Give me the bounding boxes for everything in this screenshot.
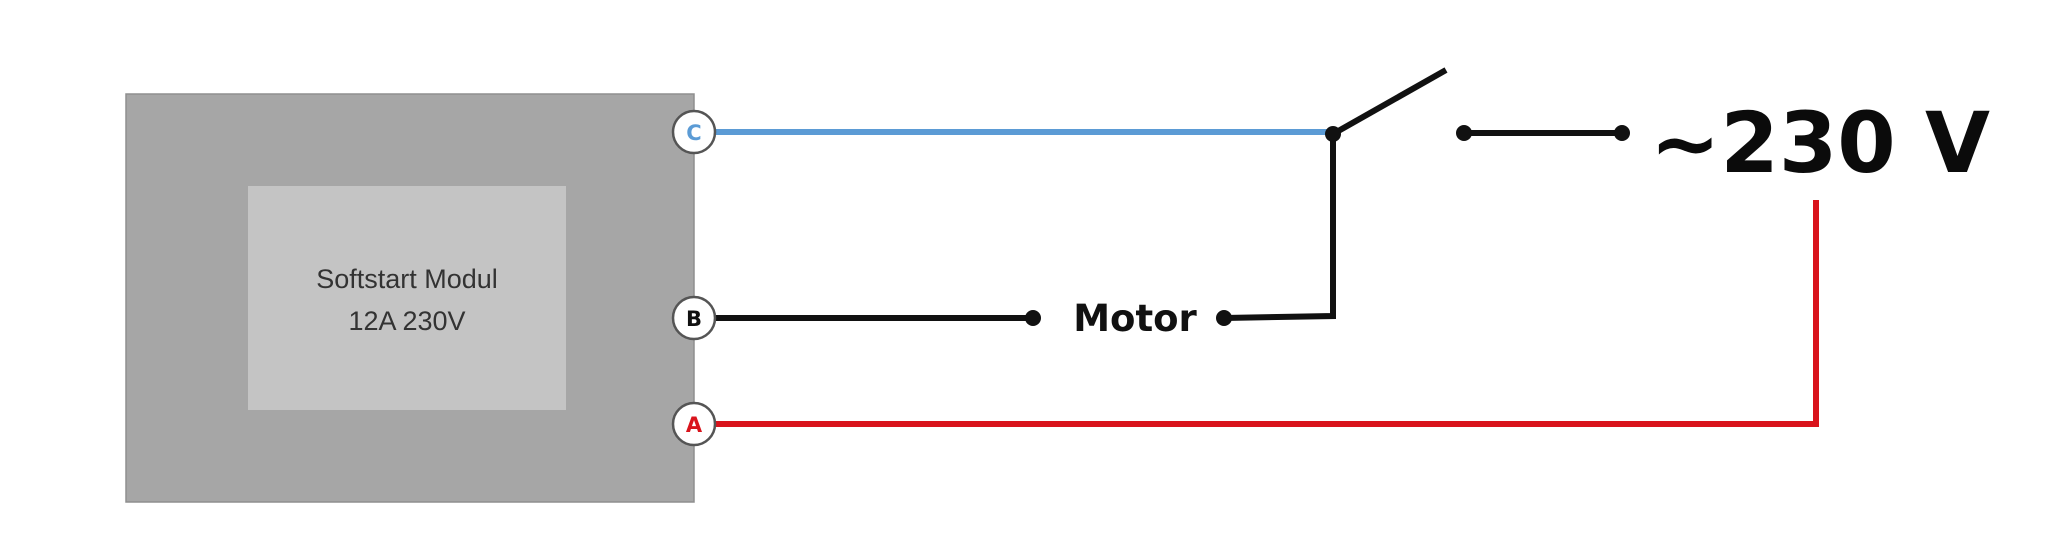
switch-contact-right-dot	[1614, 125, 1630, 141]
motor-terminal-right-dot	[1216, 310, 1232, 326]
module-inner-label-box	[248, 186, 566, 410]
switch-pivot-dot	[1325, 126, 1341, 142]
switch-contact-left-dot	[1456, 125, 1472, 141]
terminal-b-label: B	[686, 307, 702, 331]
terminal-b-circle	[671, 295, 717, 341]
terminal-a: A	[671, 401, 717, 447]
wire-motor-to-switch	[1223, 134, 1336, 321]
motor-terminal-left-dot	[1025, 310, 1041, 326]
terminal-c: C	[671, 109, 717, 155]
terminal-c-label: C	[686, 121, 701, 145]
softstart-module: Softstart Modul 12A 230V	[125, 93, 695, 503]
motor-label: Motor	[1073, 297, 1197, 340]
module-name-line2: 12A 230V	[348, 306, 465, 336]
module-name-line1: Softstart Modul	[316, 264, 498, 294]
switch-lever	[1331, 67, 1448, 137]
wire-a	[694, 200, 1819, 427]
terminal-c-circle	[671, 109, 717, 155]
terminal-b: B	[671, 295, 717, 341]
terminal-a-circle	[671, 401, 717, 447]
supply-voltage-label: ~230 V	[1650, 94, 1990, 192]
terminal-a-label: A	[686, 413, 703, 437]
